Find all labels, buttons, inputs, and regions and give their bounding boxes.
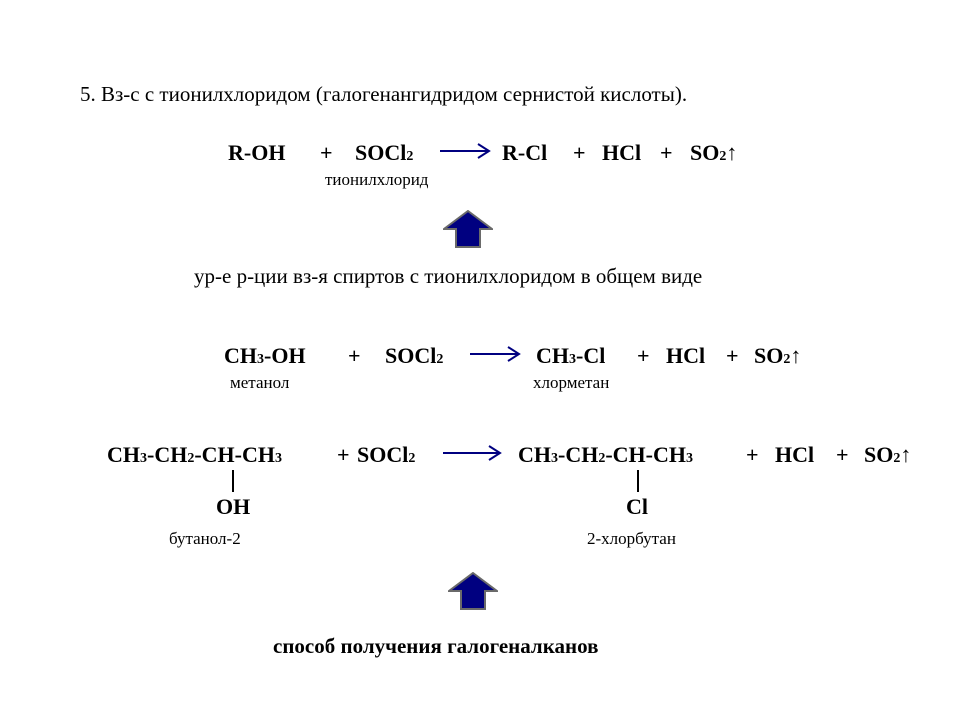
eq3-reaction-arrow (443, 445, 502, 461)
eq3-oh-bond (232, 470, 234, 492)
eq3-product-1: CH3-CH2-CH-CH3 (518, 442, 693, 467)
eq1-plus-1: + (320, 140, 333, 165)
eq1-product-2: HCl (602, 140, 642, 165)
up-arrow-icon (448, 572, 498, 610)
eq2-product-label: хлорметан (533, 373, 610, 392)
eq1-product-1: R-Cl (502, 140, 548, 165)
eq1-reaction-arrow (440, 143, 491, 159)
eq2-plus-3: + (726, 343, 739, 368)
eq2-reactant-label: метанол (230, 373, 290, 392)
eq1-plus-2: + (573, 140, 586, 165)
eq2-product-1: CH3-Cl (536, 343, 606, 368)
eq3-cl-bond (637, 470, 639, 492)
eq2-reaction-arrow (470, 346, 521, 362)
eq1-product-3: SO2↑ (690, 140, 738, 165)
eq2-reagent: SOCl2 (385, 343, 444, 368)
eq3-product-label: 2-хлорбутан (587, 529, 676, 548)
eq2-plus-2: + (637, 343, 650, 368)
general-equation-caption: ур-е р-ции вз-я спиртов с тионилхлоридом… (194, 264, 703, 288)
eq3-reagent: SOCl2 (357, 442, 416, 467)
eq2-plus-1: + (348, 343, 361, 368)
up-arrow-icon (443, 210, 493, 248)
eq3-product-3: SO2↑ (864, 442, 912, 467)
eq3-oh-group: OH (216, 494, 251, 519)
eq1-reagent: SOCl2 (355, 140, 414, 165)
eq2-reactant: CH3-OH (224, 343, 306, 368)
eq3-plus-3: + (836, 442, 849, 467)
eq2-product-2: HCl (666, 343, 706, 368)
eq1-reactant: R-OH (228, 140, 286, 165)
eq1-reagent-label: тионилхлорид (325, 170, 429, 189)
eq2-product-3: SO2↑ (754, 343, 802, 368)
eq3-plus-2: + (746, 442, 759, 467)
eq3-reactant: CH3-CH2-CH-CH3 (107, 442, 282, 467)
eq1-plus-3: + (660, 140, 673, 165)
eq3-reactant-label: бутанол-2 (169, 529, 241, 548)
eq3-plus-1: + (337, 442, 350, 467)
eq3-cl-group: Cl (626, 494, 648, 519)
method-caption: способ получения галогеналканов (273, 634, 599, 658)
eq3-product-2: HCl (775, 442, 815, 467)
section-title: 5. Вз-с с тионилхлоридом (галогенангидри… (80, 82, 688, 106)
